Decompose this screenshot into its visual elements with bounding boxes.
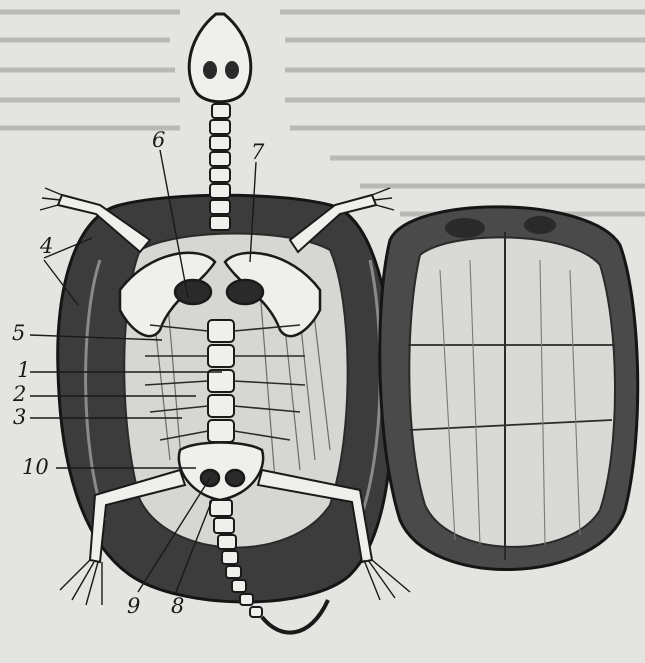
label-7: 7 xyxy=(251,142,264,163)
label-10: 10 xyxy=(22,457,49,478)
skull xyxy=(189,14,251,102)
neck-vertebrae xyxy=(210,104,230,230)
label-5: 5 xyxy=(12,323,25,344)
plastron-right xyxy=(380,207,638,570)
label-9: 9 xyxy=(127,596,140,617)
label-3: 3 xyxy=(13,407,26,428)
background-text-lines xyxy=(0,12,645,214)
label-2: 2 xyxy=(13,384,26,405)
label-6: 6 xyxy=(152,130,165,151)
label-1: 1 xyxy=(17,360,30,381)
label-4: 4 xyxy=(40,236,53,257)
label-8: 8 xyxy=(171,596,184,617)
